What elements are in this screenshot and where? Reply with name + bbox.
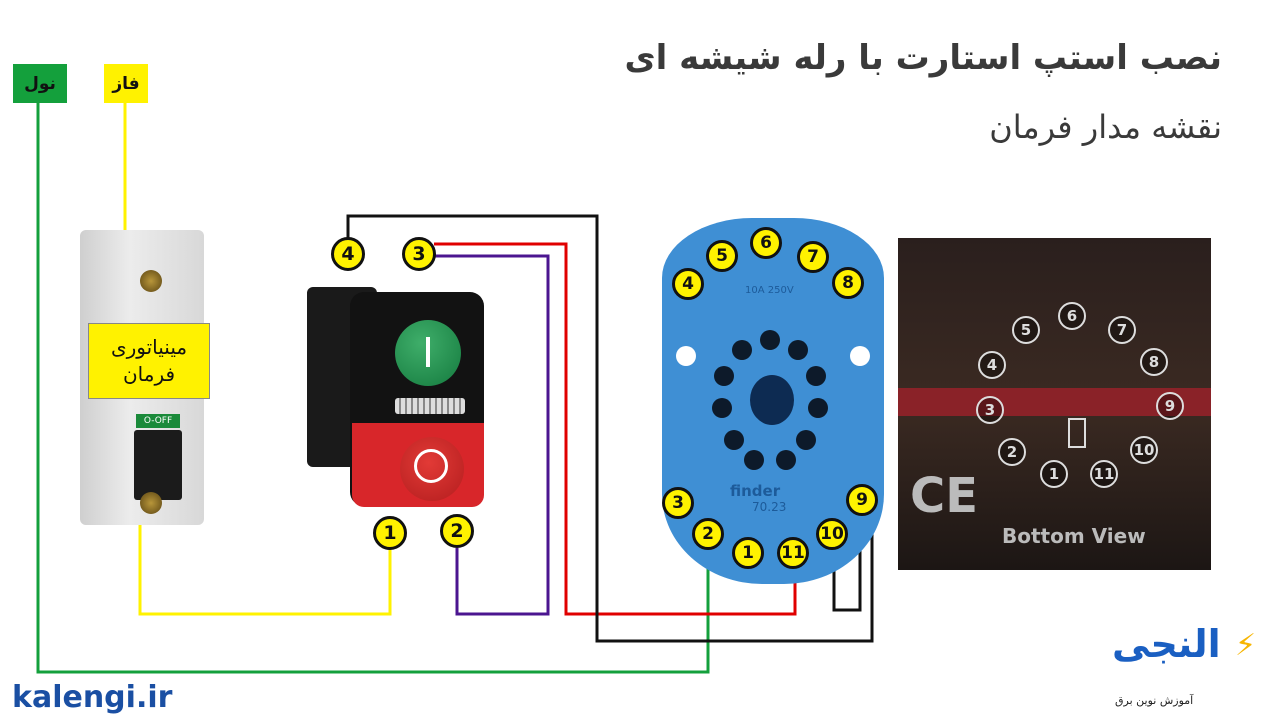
relay-terminal-1: 1 <box>732 537 764 569</box>
lightning-bolt-icon: ⚡ <box>1235 628 1257 663</box>
neutral-wire <box>36 103 710 674</box>
red-wire <box>434 242 797 616</box>
page-title: نصب استپ استارت با رله شیشه ای <box>624 38 1222 78</box>
photo-pin-4: 4 <box>978 351 1006 379</box>
relay-model: 70.23 <box>752 500 787 514</box>
breaker-lever <box>134 430 182 500</box>
neutral-label: نول <box>13 64 67 103</box>
photo-pin-8: 8 <box>1140 348 1168 376</box>
start-mark-icon <box>426 337 430 367</box>
brand-tagline: آموزش نوین برق <box>1115 694 1194 707</box>
phase-label: فاز <box>104 64 148 103</box>
relay-bottom-view-photo: 5 6 7 4 8 3 9 2 10 1 11 CE Bottom View <box>898 238 1211 570</box>
relay-brand: finder <box>730 482 781 500</box>
page-subtitle: نقشه مدار فرمان <box>989 108 1222 146</box>
indicator-lamp-icon <box>395 398 465 414</box>
relay-terminal-11: 11 <box>777 537 809 569</box>
relay-terminal-3: 3 <box>662 487 694 519</box>
photo-pin-5: 5 <box>1012 316 1040 344</box>
photo-pin-9: 9 <box>1156 392 1184 420</box>
pb-terminal-1: 1 <box>373 516 407 550</box>
relay-terminal-4: 4 <box>672 268 704 300</box>
ce-mark-icon: CE <box>910 468 979 524</box>
relay-terminal-7: 7 <box>797 241 829 273</box>
relay-terminal-9: 9 <box>846 484 878 516</box>
site-logo: kalengi.ir <box>12 680 173 715</box>
relay-terminal-6: 6 <box>750 227 782 259</box>
bottom-view-caption: Bottom View <box>1002 524 1146 548</box>
photo-pin-3: 3 <box>976 396 1004 424</box>
black-wire-main <box>346 214 874 643</box>
relay-terminal-5: 5 <box>706 240 738 272</box>
pb-terminal-3: 3 <box>402 237 436 271</box>
pb-terminal-4: 4 <box>331 237 365 271</box>
relay-terminal-2: 2 <box>692 518 724 550</box>
switch-state-label: O-OFF <box>136 414 180 428</box>
phase-wire-bottom <box>138 525 392 616</box>
photo-pin-7: 7 <box>1108 316 1136 344</box>
mcb-label-line1: مینیاتوری <box>110 335 188 359</box>
relay-terminal-8: 8 <box>832 267 864 299</box>
photo-pin-6: 6 <box>1058 302 1086 330</box>
brand-logo: النجی <box>1112 622 1221 666</box>
relay-center-key <box>750 375 794 425</box>
mcb-label: مینیاتوری فرمان <box>88 323 210 399</box>
photo-pin-11: 11 <box>1090 460 1118 488</box>
pb-terminal-2: 2 <box>440 514 474 548</box>
photo-pin-1: 1 <box>1040 460 1068 488</box>
relay-terminal-10: 10 <box>816 518 848 550</box>
black-wire-jumper <box>832 515 862 612</box>
purple-wire <box>434 254 550 616</box>
relay-spec: 10A 250V <box>745 285 794 296</box>
mcb-label-line2: فرمان <box>122 362 176 386</box>
top-screw-icon <box>140 270 162 292</box>
photo-pin-2: 2 <box>998 438 1026 466</box>
stop-mark-icon <box>414 449 448 483</box>
coil-symbol-icon <box>1068 418 1086 448</box>
bottom-screw-icon <box>140 492 162 514</box>
photo-pin-10: 10 <box>1130 436 1158 464</box>
